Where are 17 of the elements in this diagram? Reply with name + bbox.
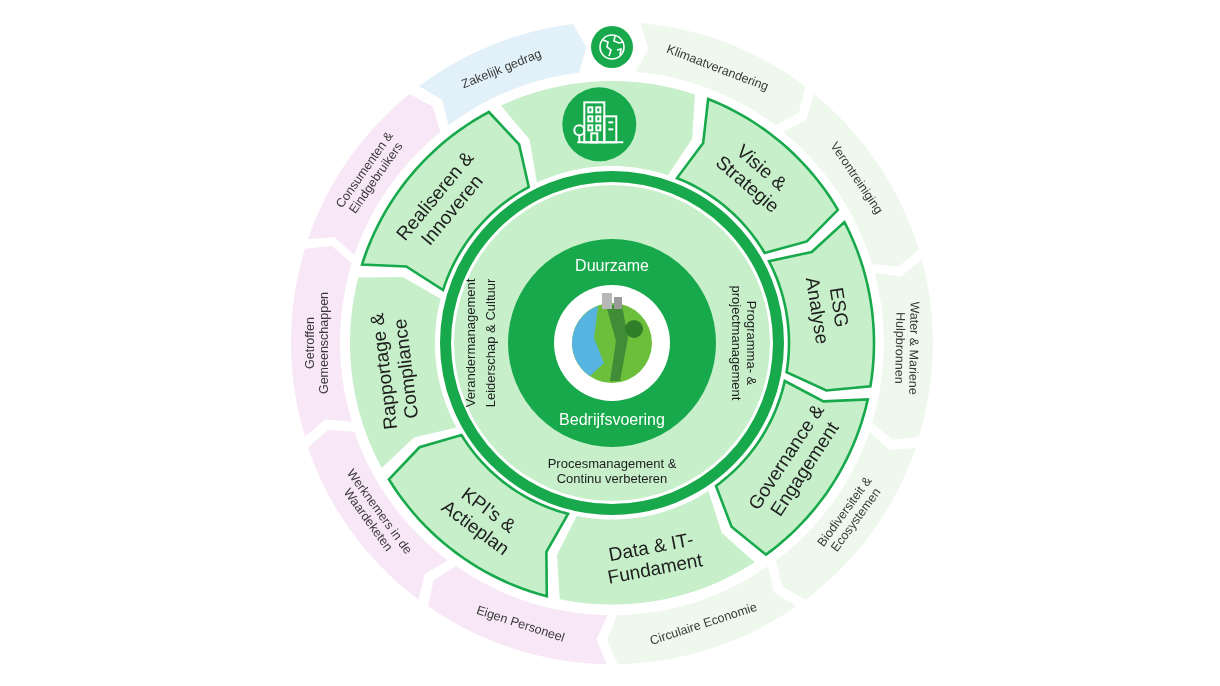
segment-label: ESG Analyse (801, 274, 854, 347)
ring-segment (416, 22, 589, 128)
ring-label: Procesmanagement & Continu verbeteren (546, 457, 678, 487)
ring-label: Leiderschap & Cultuur (483, 277, 499, 410)
center-title: Bedrijfsvoering (558, 410, 666, 430)
ring-label: Verandermanagement (463, 277, 479, 410)
ring-segment (425, 563, 610, 666)
ring-segment (289, 244, 354, 439)
center-title: Duurzame (574, 256, 650, 276)
segment-label: Getroffen Gemeenschappen (302, 290, 332, 397)
segment-label: Water & Mariene Hulpbronnen (891, 300, 923, 398)
ring-segment (767, 220, 876, 393)
ring-segment (633, 21, 808, 128)
ring-label: Programma- & projectmanagement (728, 284, 758, 403)
segment-label: Data & IT-Fundament (604, 527, 705, 590)
ring-segment (870, 257, 935, 442)
segment-label: Rapportage & Compliance (364, 310, 423, 433)
